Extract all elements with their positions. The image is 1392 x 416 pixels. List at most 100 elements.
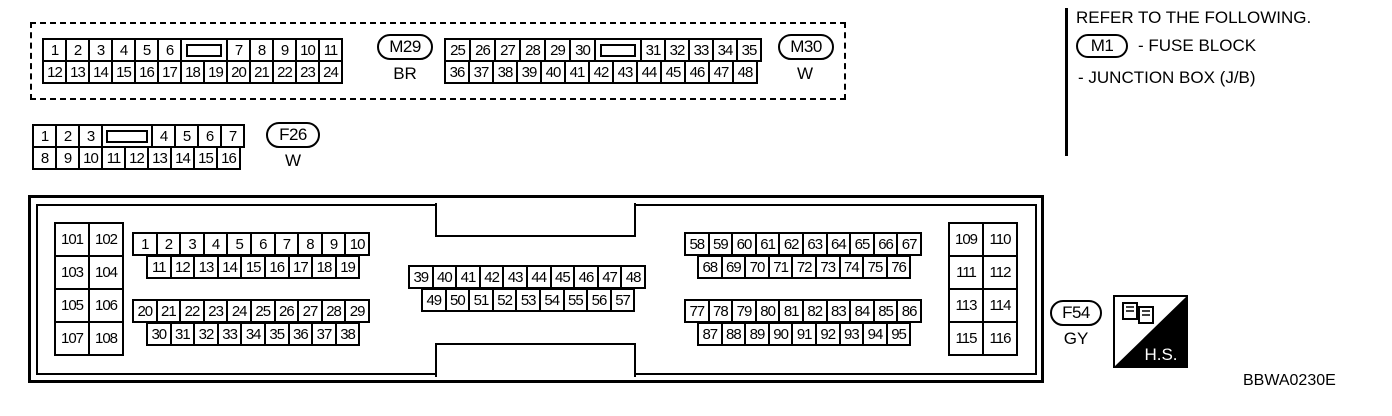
pin-46: 46	[573, 265, 599, 289]
pin-18: 18	[180, 60, 205, 84]
pin-36: 36	[444, 60, 470, 84]
m30-connector-badge: M30	[778, 34, 834, 60]
pin-10: 10	[78, 146, 103, 170]
pin-47: 47	[708, 60, 734, 84]
pin-23: 23	[295, 60, 320, 84]
pin-33: 33	[688, 38, 714, 62]
pin-107: 107	[54, 321, 90, 356]
pin-41: 41	[564, 60, 590, 84]
pin-43: 43	[612, 60, 638, 84]
pin-3: 3	[88, 38, 113, 62]
pin-6: 6	[157, 38, 182, 62]
pin-26: 26	[273, 299, 300, 323]
pin-74: 74	[838, 255, 865, 279]
pin-2: 2	[55, 124, 80, 148]
pin-19: 19	[334, 255, 361, 279]
pin-64: 64	[825, 232, 852, 256]
pin-73: 73	[814, 255, 841, 279]
pin-11: 11	[101, 146, 126, 170]
pin-40: 40	[431, 265, 458, 289]
pin-112: 112	[982, 255, 1018, 290]
pin-17: 17	[287, 255, 314, 279]
harness-side-symbol: H.S.	[1113, 295, 1188, 368]
pin-19: 19	[203, 60, 228, 84]
pin-68: 68	[697, 255, 723, 279]
pin-89: 89	[744, 322, 770, 346]
pin-12: 12	[42, 60, 67, 84]
pin-8: 8	[32, 146, 57, 170]
pin-30: 30	[146, 322, 172, 346]
pin-108: 108	[88, 321, 124, 356]
pin-24: 24	[318, 60, 343, 84]
pin-41: 41	[455, 265, 481, 289]
pin-33: 33	[216, 322, 243, 346]
pin-67: 67	[896, 232, 922, 256]
pin-80: 80	[754, 299, 781, 323]
pin-56: 56	[586, 288, 612, 312]
pin-40: 40	[540, 60, 566, 84]
pin-39: 39	[408, 265, 434, 289]
pin-22: 22	[272, 60, 297, 84]
legend-divider	[1065, 8, 1068, 156]
pin-39: 39	[516, 60, 542, 84]
legend-fuse-text: - FUSE BLOCK	[1138, 36, 1257, 55]
pin-29: 29	[544, 38, 571, 62]
m29-connector-badge: M29	[377, 34, 433, 60]
pin-63: 63	[801, 232, 828, 256]
pin-37: 37	[311, 322, 337, 346]
pin-104: 104	[88, 255, 124, 290]
pin-47: 47	[596, 265, 623, 289]
pin-48: 48	[620, 265, 646, 289]
pin-94: 94	[862, 322, 888, 346]
pin-35: 35	[736, 38, 762, 62]
pin-84: 84	[849, 299, 875, 323]
pin-28: 28	[519, 38, 546, 62]
pin-58: 58	[684, 232, 710, 256]
pin-53: 53	[515, 288, 541, 312]
pin-11: 11	[318, 38, 343, 62]
pin-15: 15	[111, 60, 136, 84]
legend-junction-text: - JUNCTION BOX (J/B)	[1078, 68, 1256, 87]
jb-connector-group	[30, 22, 846, 100]
pin-85: 85	[872, 299, 899, 323]
pin-20: 20	[132, 299, 158, 323]
f26-latch	[101, 124, 153, 148]
m29-color: BR	[393, 64, 417, 83]
f54-connector-badge: F54	[1050, 300, 1102, 326]
f54-color: GY	[1063, 329, 1089, 348]
pin-95: 95	[885, 322, 912, 346]
f54-outer-frame	[28, 195, 1044, 383]
pin-13: 13	[65, 60, 90, 84]
pin-101: 101	[54, 222, 90, 257]
pin-90: 90	[767, 322, 794, 346]
pin-45: 45	[660, 60, 686, 84]
pin-7: 7	[220, 124, 245, 148]
figure-code: BBWA0230E	[1243, 372, 1336, 389]
pin-71: 71	[767, 255, 794, 279]
pin-16: 16	[216, 146, 241, 170]
pin-81: 81	[778, 299, 804, 323]
pin-16: 16	[134, 60, 159, 84]
pin-48: 48	[732, 60, 758, 84]
pin-8: 8	[297, 232, 323, 256]
pin-44: 44	[636, 60, 662, 84]
pin-12: 12	[124, 146, 149, 170]
pin-18: 18	[311, 255, 337, 279]
pin-43: 43	[502, 265, 528, 289]
f26-connector-badge: F26	[266, 122, 320, 148]
pin-66: 66	[872, 232, 899, 256]
pin-14: 14	[88, 60, 113, 84]
pin-70: 70	[744, 255, 770, 279]
pin-9: 9	[272, 38, 297, 62]
pin-10: 10	[344, 232, 370, 256]
pin-59: 59	[707, 232, 734, 256]
pin-114: 114	[982, 288, 1018, 323]
pin-22: 22	[179, 299, 205, 323]
